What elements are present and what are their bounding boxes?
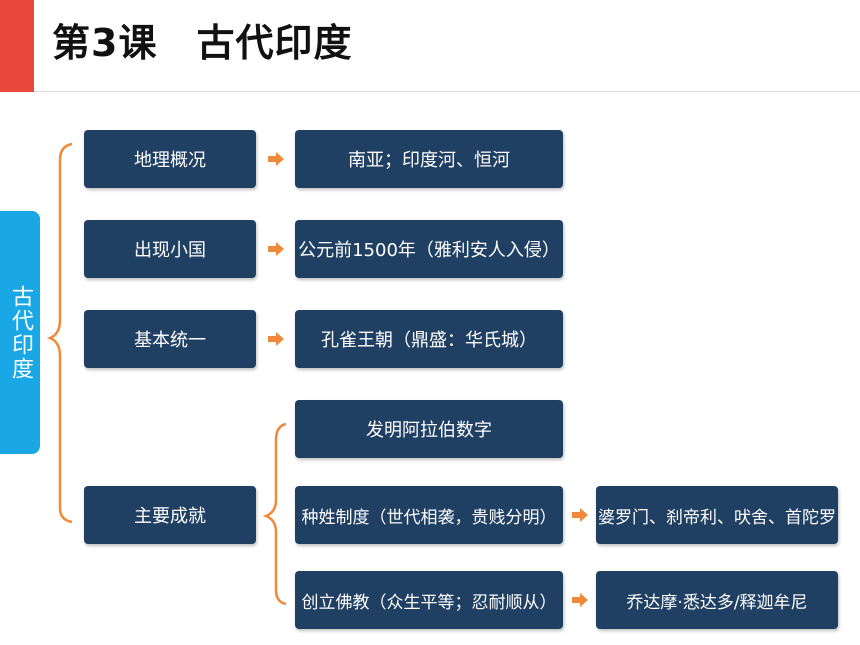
detail-small-states: 公元前1500年（雅利安人入侵） (295, 220, 563, 278)
buddhism-founder: 乔达摩·悉达多/释迦牟尼 (596, 571, 838, 629)
achievement-caste-system: 种姓制度（世代相袭，贵贱分明） (295, 486, 563, 544)
root-node-ancient-india: 古代印度 (0, 211, 40, 454)
category-geography: 地理概况 (84, 130, 256, 188)
achievement-buddhism: 创立佛教（众生平等；忍耐顺从） (295, 571, 563, 629)
arrow-icon (572, 508, 588, 522)
category-small-states: 出现小国 (84, 220, 256, 278)
category-achievements: 主要成就 (84, 486, 256, 544)
category-unification: 基本统一 (84, 310, 256, 368)
page-title: 第3课 古代印度 (52, 21, 353, 65)
achievement-arabic-numerals: 发明阿拉伯数字 (295, 400, 563, 458)
detail-geography: 南亚；印度河、恒河 (295, 130, 563, 188)
title-accent-bar (0, 0, 34, 92)
arrow-icon (268, 152, 284, 166)
arrow-icon (572, 593, 588, 607)
main-brace (46, 142, 73, 524)
detail-unification: 孔雀王朝（鼎盛：华氏城） (295, 310, 563, 368)
achievements-brace (262, 422, 287, 606)
title-divider (34, 91, 860, 92)
arrow-icon (268, 242, 284, 256)
caste-system-detail: 婆罗门、刹帝利、吠舍、首陀罗 (596, 486, 838, 544)
arrow-icon (268, 332, 284, 346)
